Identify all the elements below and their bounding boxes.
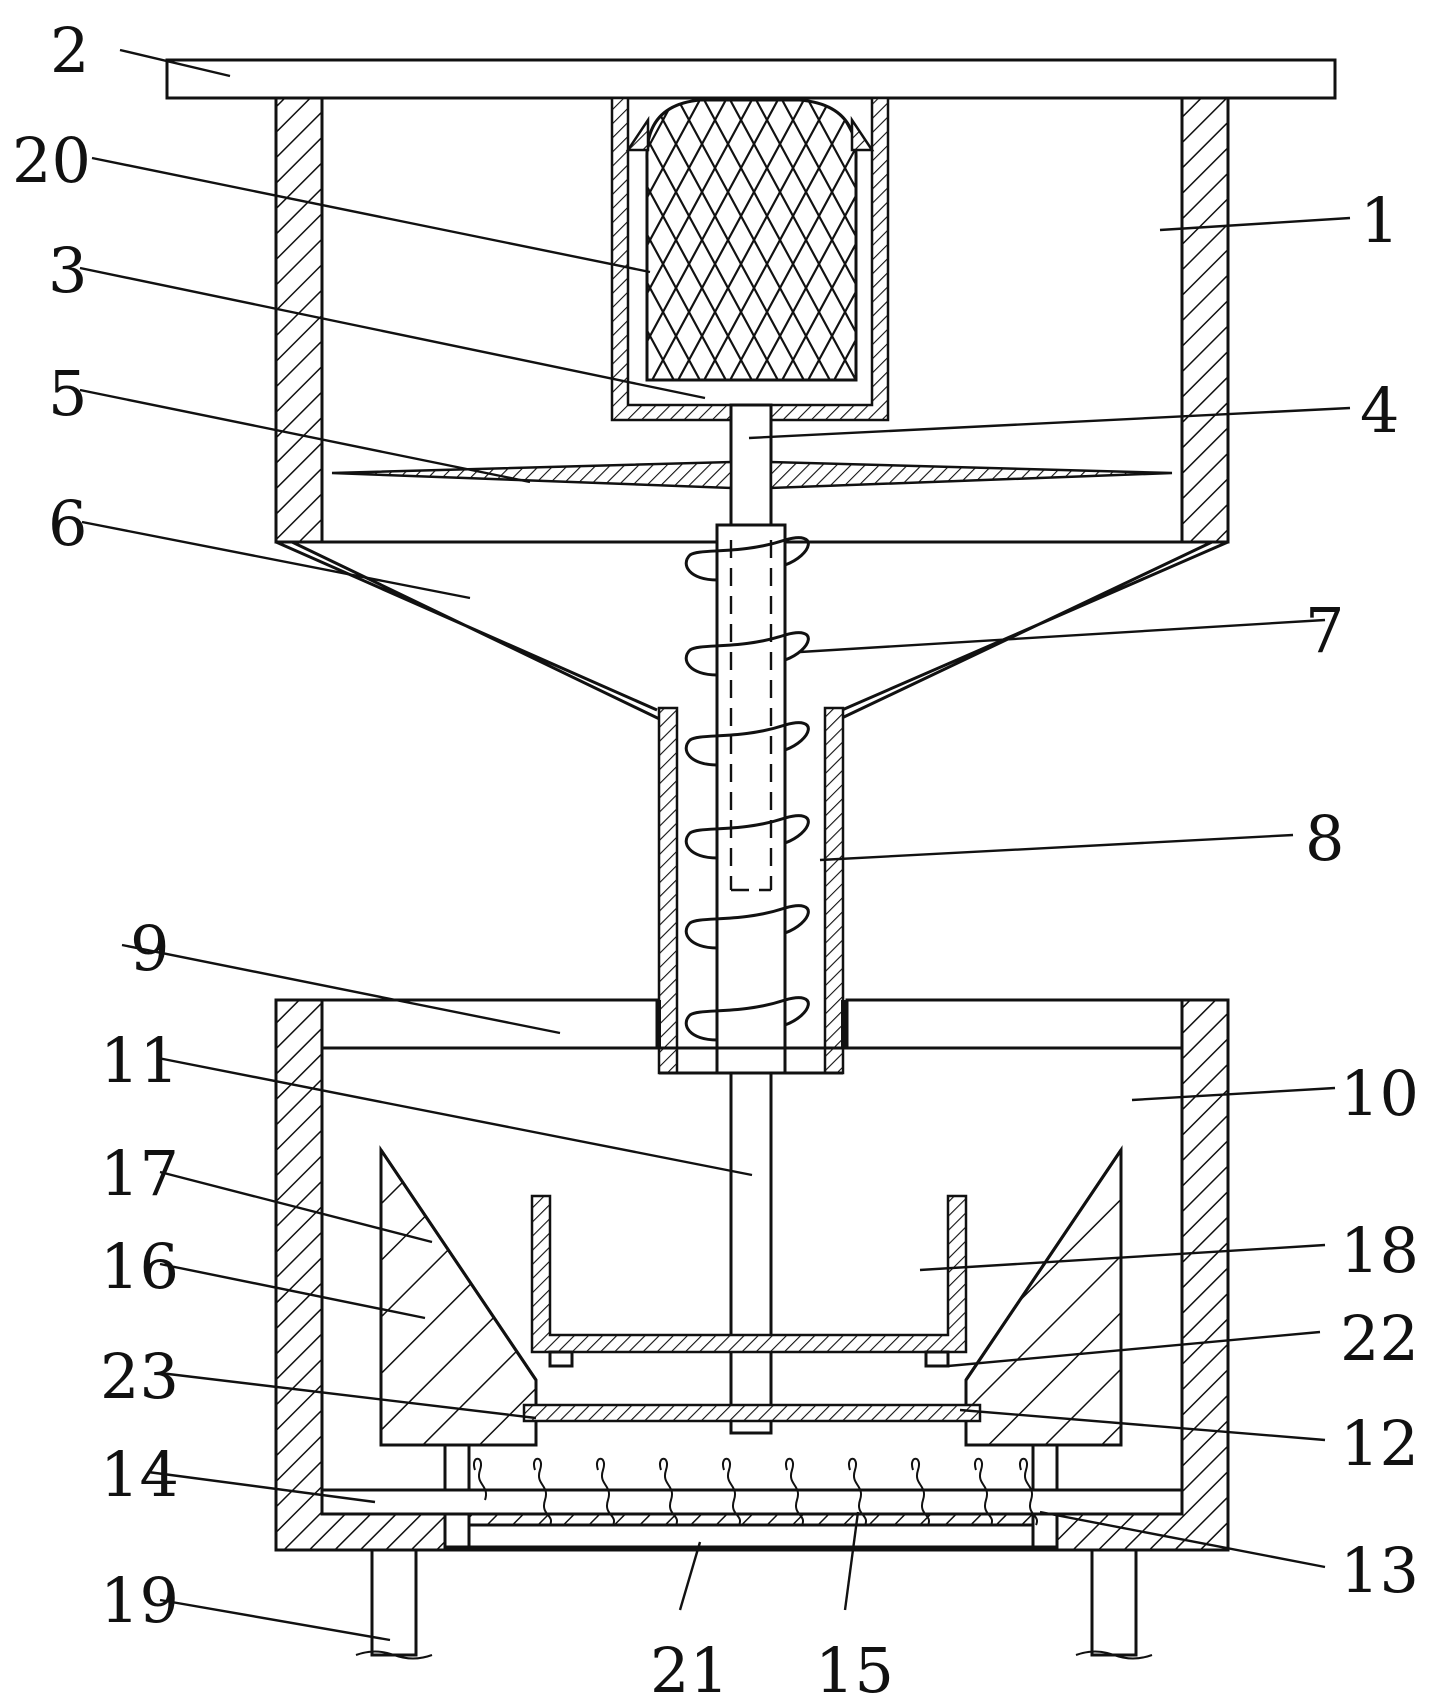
screw-flight bbox=[684, 536, 810, 1042]
wedge-blocks bbox=[379, 1145, 1123, 1447]
label-5: 5 bbox=[48, 357, 87, 430]
main-shaft bbox=[729, 403, 773, 527]
label-17: 17 bbox=[100, 1137, 179, 1210]
leader-lines bbox=[79, 48, 1351, 1642]
label-10: 10 bbox=[1340, 1057, 1419, 1130]
label-23: 23 bbox=[100, 1340, 179, 1413]
label-12: 12 bbox=[1340, 1407, 1419, 1480]
label-4: 4 bbox=[1360, 374, 1399, 447]
top-plate bbox=[165, 58, 1337, 100]
hopper-funnel bbox=[275, 540, 1229, 727]
label-11: 11 bbox=[100, 1024, 179, 1097]
feed-pipe bbox=[657, 706, 845, 1075]
filter-basket bbox=[610, 96, 890, 422]
label-9: 9 bbox=[130, 912, 169, 985]
legs bbox=[355, 1548, 1153, 1660]
label-20: 20 bbox=[12, 124, 91, 197]
label-16: 16 bbox=[100, 1230, 179, 1303]
reference-numerals: 2 20 3 5 6 9 11 17 16 23 14 19 1 4 7 8 1… bbox=[12, 14, 1419, 1707]
label-22: 22 bbox=[1340, 1302, 1419, 1375]
label-2: 2 bbox=[50, 14, 89, 87]
label-15: 15 bbox=[815, 1634, 894, 1707]
lower-shaft bbox=[729, 1071, 773, 1435]
label-21: 21 bbox=[650, 1634, 729, 1707]
label-8: 8 bbox=[1305, 802, 1344, 875]
support-plate bbox=[320, 1488, 1184, 1549]
screw-shaft bbox=[715, 523, 787, 1075]
label-13: 13 bbox=[1340, 1534, 1419, 1607]
label-6: 6 bbox=[48, 487, 87, 560]
stirring-blade bbox=[331, 460, 1173, 490]
label-14: 14 bbox=[100, 1438, 179, 1511]
label-18: 18 bbox=[1340, 1214, 1419, 1287]
lift-plate bbox=[522, 1403, 982, 1423]
lower-housing bbox=[274, 998, 1230, 1552]
label-3: 3 bbox=[48, 234, 87, 307]
label-19: 19 bbox=[100, 1564, 179, 1637]
label-1: 1 bbox=[1360, 184, 1399, 257]
label-7: 7 bbox=[1305, 594, 1344, 667]
springs bbox=[472, 1457, 1039, 1526]
collection-cup bbox=[530, 1194, 968, 1368]
